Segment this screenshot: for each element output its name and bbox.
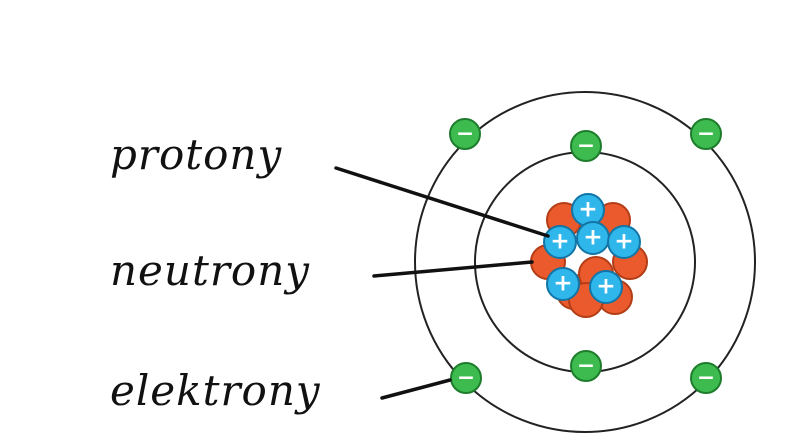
proton-3: + [577, 222, 609, 254]
proton-6: + [590, 271, 622, 303]
electron-6: − [691, 363, 721, 393]
proton-4-symbol: + [614, 228, 633, 255]
nucleus: ++++++ [531, 194, 647, 317]
electron-2: − [571, 131, 601, 161]
electron-1: − [450, 119, 480, 149]
electron-5: − [571, 351, 601, 381]
proton-5: + [547, 268, 579, 300]
neutrons-label: neutrony [110, 250, 310, 292]
electron-3-symbol: − [697, 121, 715, 146]
proton-2-symbol: + [550, 228, 569, 255]
proton-2: + [544, 226, 576, 258]
electron-1-symbol: − [456, 121, 474, 146]
protons-label: protony [110, 134, 282, 176]
electron-3: − [691, 119, 721, 149]
proton-6-symbol: + [596, 273, 615, 300]
electron-6-symbol: − [697, 365, 715, 390]
proton-1-symbol: + [578, 196, 597, 223]
electron-4-symbol: − [457, 365, 475, 390]
proton-3-symbol: + [583, 224, 602, 251]
electron-2-symbol: − [577, 133, 595, 158]
proton-4: + [608, 226, 640, 258]
protons-leader-line [336, 168, 548, 236]
electrons-label: elektrony [110, 370, 321, 412]
proton-5-symbol: + [553, 270, 572, 297]
neutrons-leader-line [374, 262, 532, 276]
electrons-leader-line [382, 380, 450, 398]
electron-4: − [451, 363, 481, 393]
proton-1: + [572, 194, 604, 226]
electron-group: − − − − − − [450, 119, 721, 393]
electron-5-symbol: − [577, 353, 595, 378]
